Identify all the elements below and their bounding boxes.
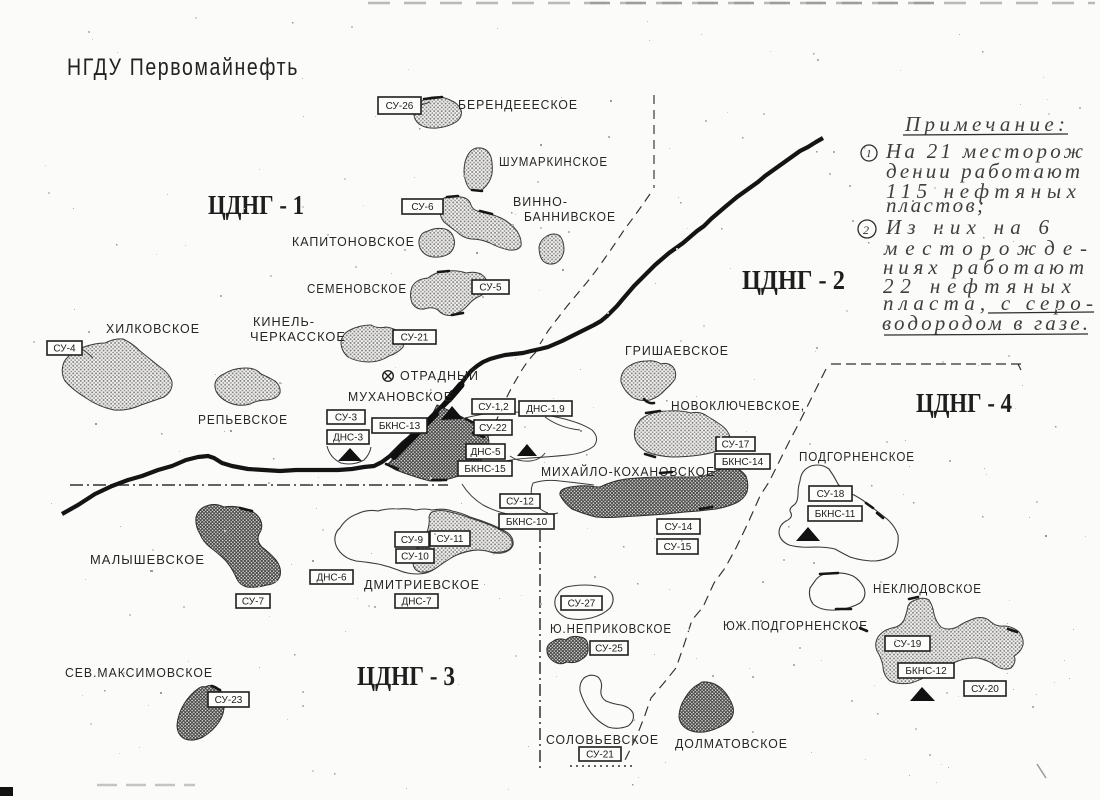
svg-text:ОТРАДНЫЙ: ОТРАДНЫЙ [400,368,479,383]
svg-text:БАННИВСКОЕ: БАННИВСКОЕ [524,210,616,224]
svg-text:СУ-20: СУ-20 [971,684,999,695]
svg-text:РЕПЬЕВСКОЕ: РЕПЬЕВСКОЕ [198,413,288,427]
svg-text:СУ-19: СУ-19 [894,639,922,650]
svg-text:БКНС-10: БКНС-10 [506,517,548,528]
svg-text:СУ-6: СУ-6 [411,202,434,213]
svg-text:СЕМЕНОВСКОЕ: СЕМЕНОВСКОЕ [307,282,407,296]
svg-text:СУ-26: СУ-26 [386,101,414,112]
svg-text:БКНС-12: БКНС-12 [905,666,947,677]
svg-text:СУ-7: СУ-7 [242,597,265,608]
svg-text:ниях работают: ниях работают [883,255,1084,279]
svg-text:МАЛЫШЕВСКОЕ: МАЛЫШЕВСКОЕ [90,553,205,567]
svg-text:ДНС-5: ДНС-5 [470,447,501,458]
svg-text:СУ-12: СУ-12 [506,497,534,508]
svg-text:Ю.НЕПРИКОВСКОЕ: Ю.НЕПРИКОВСКОЕ [550,622,672,636]
svg-text:ДНС-1,9: ДНС-1,9 [526,404,565,415]
svg-text:ГРИШАЕВСКОЕ: ГРИШАЕВСКОЕ [625,344,729,358]
svg-text:ДОЛМАТОВСКОЕ: ДОЛМАТОВСКОЕ [675,737,788,751]
svg-text:ЦДНГ - 3: ЦДНГ - 3 [357,661,455,691]
svg-text:СУ-27: СУ-27 [568,599,596,610]
svg-text:СУ-5: СУ-5 [479,283,502,294]
svg-text:БКНС-13: БКНС-13 [379,421,421,432]
svg-text:БКНС-15: БКНС-15 [464,464,506,475]
svg-text:ЦДНГ - 1: ЦДНГ - 1 [208,190,304,220]
svg-text:КИНЕЛЬ-: КИНЕЛЬ- [253,315,315,329]
svg-text:СУ-14: СУ-14 [665,522,693,533]
svg-text:ДНС-7: ДНС-7 [401,597,432,608]
svg-text:ШУМАРКИНСКОЕ: ШУМАРКИНСКОЕ [499,155,608,169]
svg-text:пластов;: пластов; [886,193,984,217]
svg-text:СУ-11: СУ-11 [437,534,464,545]
svg-text:СУ-15: СУ-15 [664,542,692,553]
svg-text:СУ-18: СУ-18 [817,489,845,500]
svg-text:СУ-4: СУ-4 [53,344,76,355]
svg-text:ДМИТРИЕВСКОЕ: ДМИТРИЕВСКОЕ [364,578,480,592]
svg-text:БЕРЕНДЕЕЕСКОЕ: БЕРЕНДЕЕЕСКОЕ [458,98,578,112]
svg-text:СУ-1,2: СУ-1,2 [478,402,509,413]
svg-text:дении работают: дении работают [886,159,1080,183]
svg-text:СУ-23: СУ-23 [215,695,243,706]
svg-text:2: 2 [863,223,869,237]
svg-text:СУ-3: СУ-3 [335,413,358,424]
svg-text:ЦДНГ - 2: ЦДНГ - 2 [742,265,845,295]
svg-text:СУ-22: СУ-22 [479,423,507,434]
svg-text:ХИЛКОВСКОЕ: ХИЛКОВСКОЕ [106,322,200,336]
svg-text:Примечание:: Примечание: [904,112,1065,136]
svg-text:БКНС-11: БКНС-11 [815,509,856,520]
svg-text:БКНС-14: БКНС-14 [722,457,764,468]
svg-text:КАПИТОНОВСКОЕ: КАПИТОНОВСКОЕ [292,235,415,249]
svg-text:ЮЖ.ПОДГОРНЕНСКОЕ: ЮЖ.ПОДГОРНЕНСКОЕ [723,619,868,633]
svg-text:ПОДГОРНЕНСКОЕ: ПОДГОРНЕНСКОЕ [799,450,915,464]
svg-text:водородом в газе.: водородом в газе. [882,311,1088,335]
svg-text:ЧЕРКАССКОЕ: ЧЕРКАССКОЕ [250,330,346,344]
svg-text:НГДУ Первомайнефть: НГДУ Первомайнефть [67,54,299,81]
svg-text:СУ-21: СУ-21 [401,333,429,344]
svg-text:СУ-9: СУ-9 [401,535,424,546]
svg-text:ДНС-3: ДНС-3 [333,433,364,444]
svg-text:СУ-10: СУ-10 [401,552,429,563]
svg-text:ВИННО-: ВИННО- [513,195,568,209]
svg-text:На 21 месторож: На 21 месторож [885,139,1083,163]
svg-text:МУХАНОВСКОЕ: МУХАНОВСКОЕ [348,390,453,404]
svg-text:СУ-21: СУ-21 [586,750,614,761]
svg-text:НЕКЛЮДОВСКОЕ: НЕКЛЮДОВСКОЕ [873,582,982,596]
svg-text:СУ-17: СУ-17 [722,440,750,451]
svg-text:1: 1 [866,148,872,160]
svg-text:СУ-25: СУ-25 [595,644,623,655]
svg-text:НОВОКЛЮЧЕВСКОЕ,: НОВОКЛЮЧЕВСКОЕ, [671,399,805,413]
svg-text:ДНС-6: ДНС-6 [316,573,347,584]
svg-text:ЦДНГ - 4: ЦДНГ - 4 [916,388,1012,418]
svg-text:СЕВ.МАКСИМОВСКОЕ: СЕВ.МАКСИМОВСКОЕ [65,666,213,680]
svg-text:МИХАЙЛО-КОХАНОВСКОЕ: МИХАЙЛО-КОХАНОВСКОЕ [541,464,715,479]
svg-text:СОЛОВЬЕВСКОЕ: СОЛОВЬЕВСКОЕ [546,733,659,747]
